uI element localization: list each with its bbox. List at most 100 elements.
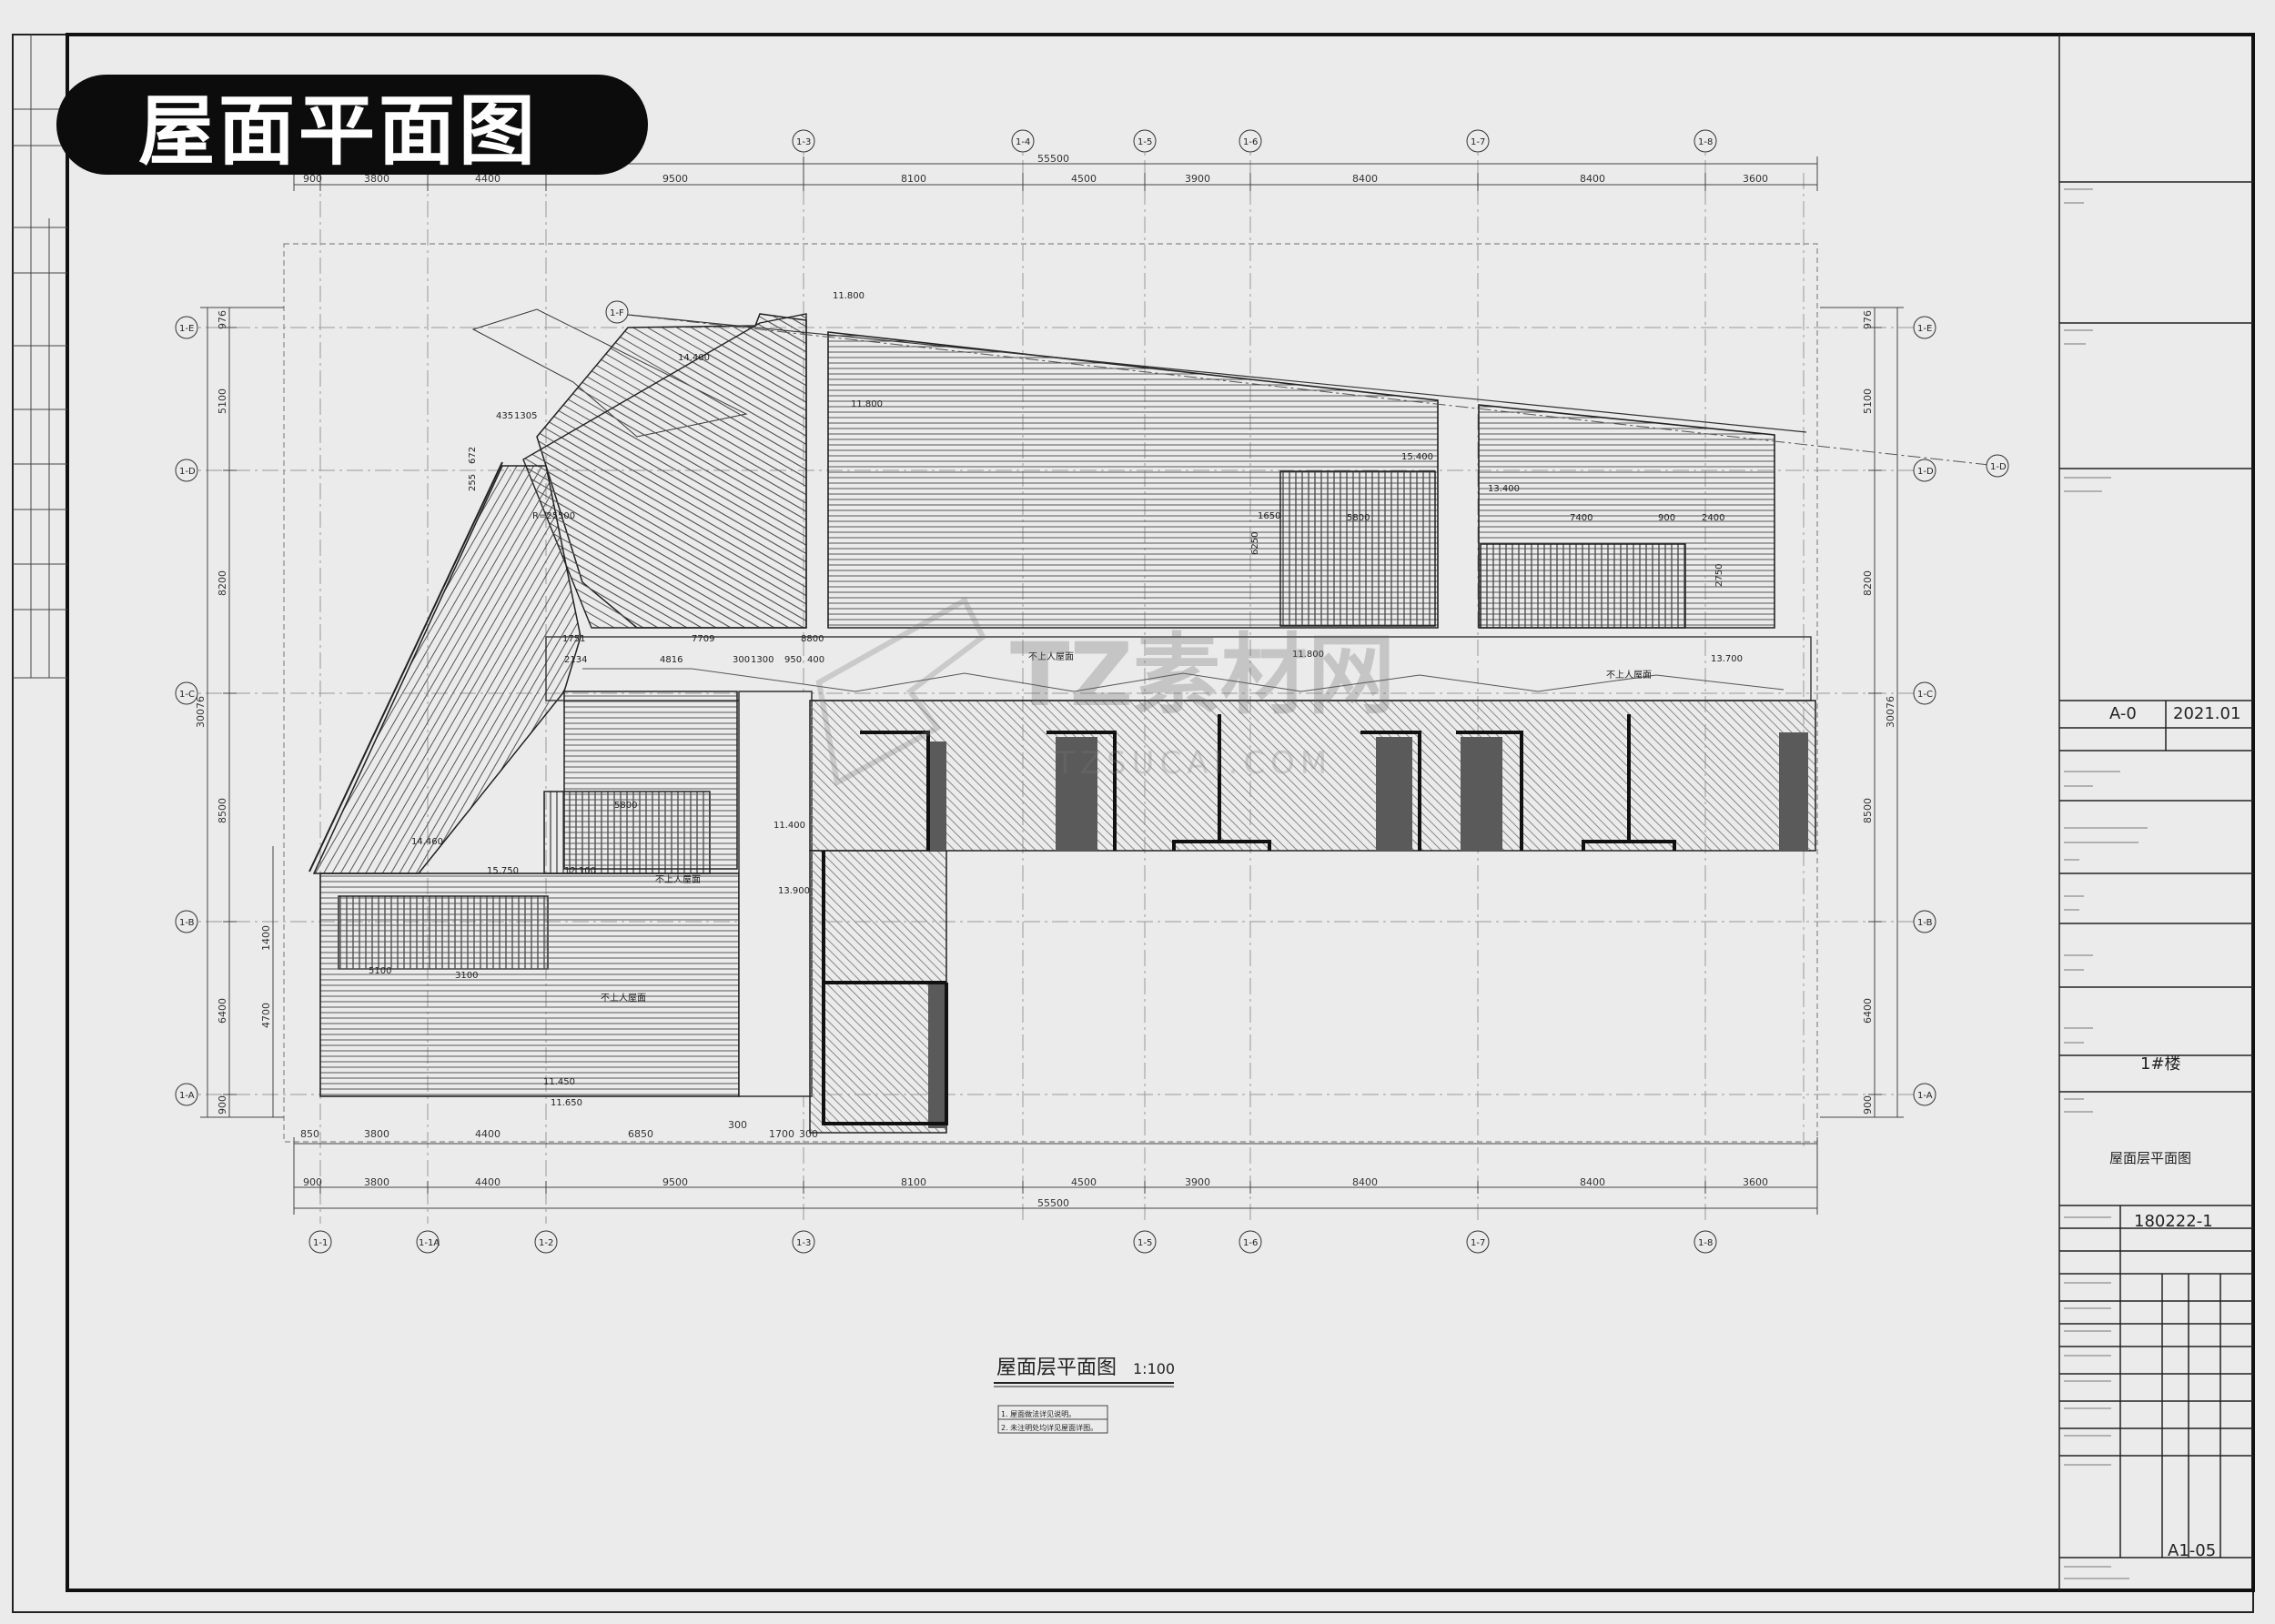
wall-infill-blocks [928, 732, 1808, 1128]
elev-label: 13.400 [1488, 484, 1520, 494]
dim-bot-2: 3800 [364, 1176, 389, 1188]
dim-right-6: 900 [1862, 1095, 1874, 1115]
roof-note: 不上人屋面 [655, 874, 701, 885]
svg-text:1-1: 1-1 [313, 1238, 328, 1248]
axis-bubble: 1-2 [534, 1230, 558, 1254]
axis-bubbles-right: 1-E 1-D 1-C 1-B 1-A [1913, 316, 1936, 1106]
dim-inner-5: 300 [728, 1119, 747, 1131]
axis-bubble: 1-8 [1694, 129, 1717, 153]
axis-bubbles-top: 1-3 1-4 1-5 1-6 1-7 1-8 [792, 129, 1717, 153]
size-label: 435 [496, 411, 513, 421]
dim-inner-2: 3800 [364, 1128, 389, 1140]
size-label: 8800 [801, 634, 824, 644]
watermark-logo-text: TZ素材网 [1010, 624, 1395, 726]
dim-left-2: 5100 [217, 388, 228, 414]
roof-slope-upper-left-b [522, 313, 807, 629]
skylight-2 [1480, 543, 1686, 629]
dim-bot-1: 900 [303, 1176, 322, 1188]
watermark: TZ素材网 TZSUCAI.COM [815, 596, 1395, 787]
size-label: 5100 [369, 966, 391, 976]
roof-note: 不上人屋面 [601, 993, 646, 1004]
title-block [2058, 35, 2253, 1590]
axis-bubble: 1-3 [792, 129, 815, 153]
tb-project-no: 180222-1 [2134, 1212, 2213, 1231]
size-label: 5800 [614, 801, 637, 811]
svg-text:1-8: 1-8 [1698, 1238, 1713, 1248]
radius-label: R=25500 [532, 511, 575, 521]
svg-text:1-E: 1-E [1917, 324, 1932, 334]
watermark-logo-icon [815, 596, 986, 787]
left-dimension-texts: 976 5100 8200 8500 1400 6400 4700 900 30… [195, 310, 272, 1115]
dim-top-5: 8100 [901, 173, 926, 185]
size-label: 2400 [1702, 513, 1724, 523]
tb-building: 1#楼 [2140, 1054, 2181, 1074]
axis-bubble: 1-6 [1239, 129, 1262, 153]
svg-text:1-7: 1-7 [1471, 137, 1485, 147]
dim-top-7: 3900 [1185, 173, 1210, 185]
svg-text:1-6: 1-6 [1243, 137, 1258, 147]
tb-sheet-title: 屋面层平面图 [2109, 1150, 2191, 1166]
dim-right-4: 8500 [1862, 798, 1874, 823]
top-dimension-texts: 900 3800 4400 9500 8100 4500 3900 8400 8… [303, 153, 1768, 185]
axis-bubble: 1-D [175, 459, 198, 482]
svg-text:1-8: 1-8 [1698, 137, 1713, 147]
svg-text:1-B: 1-B [1917, 918, 1933, 928]
drawing-caption-title: 屋面层平面图 [996, 1357, 1117, 1379]
elev-label: 13.900 [778, 886, 810, 896]
size-label: 1650 [1258, 511, 1280, 521]
roof-note: 不上人屋面 [1606, 670, 1652, 681]
svg-text:1-A: 1-A [179, 1091, 195, 1101]
dim-left-1: 976 [217, 310, 228, 329]
tb-date: 2021.01 [2173, 704, 2240, 723]
core-band [809, 700, 1816, 852]
elev-label: 12.100 [564, 866, 596, 876]
dim-bot-7: 3900 [1185, 1176, 1210, 1188]
core-walls [822, 714, 1676, 1125]
size-label: 3100 [455, 971, 478, 981]
size-label: 7400 [1570, 513, 1592, 523]
wing-edge-line [308, 461, 503, 873]
svg-text:1-3: 1-3 [796, 137, 811, 147]
dim-bot-6: 4500 [1071, 1176, 1097, 1188]
axis-bubbles-left: 1-E 1-D 1-C 1-B 1-A [175, 316, 198, 1106]
size-labels: 7709 4816 5800 5800 7400 2400 900 6250 1… [369, 411, 1724, 981]
elev-label: 11.800 [833, 291, 864, 301]
dim-bot-5: 8100 [901, 1176, 926, 1188]
size-label: 400 [807, 655, 824, 665]
dim-top-10: 3600 [1743, 173, 1768, 185]
dim-top-4: 9500 [662, 173, 688, 185]
dim-inner-3: 4400 [475, 1128, 500, 1140]
size-label: 300 [733, 655, 750, 665]
axis-bubble: 1-A [175, 1083, 198, 1106]
axis-bubble: 1-E [175, 316, 198, 339]
svg-text:1-F: 1-F [610, 308, 624, 318]
elev-label: 15.750 [487, 866, 519, 876]
elev-label: 11.800 [851, 399, 883, 409]
elevation-labels: 11.800 14.400 11.800 13.400 15.400 11.80… [411, 291, 1743, 1108]
svg-text:1-4: 1-4 [1016, 137, 1030, 147]
elev-label: 11.800 [1292, 650, 1324, 660]
dim-right-2: 5100 [1862, 388, 1874, 414]
dim-top-6: 4500 [1071, 173, 1097, 185]
axis-bubble: 1-8 [1694, 1230, 1717, 1254]
svg-text:1-A: 1-A [1917, 1091, 1933, 1101]
svg-text:1-D: 1-D [1917, 467, 1934, 477]
svg-text:1-6: 1-6 [1243, 1238, 1258, 1248]
axis-bubble: 1-F [605, 300, 629, 324]
right-dimension-chain [1820, 307, 1904, 1118]
dim-right-total: 30076 [1885, 696, 1896, 728]
inner-frame [66, 33, 2255, 1592]
bottom-dimension-chain [293, 1137, 1818, 1215]
dim-top-2: 3800 [364, 173, 389, 185]
size-label: 1751 [562, 634, 585, 644]
size-label: 255 [468, 474, 478, 491]
axis-bubble: 1-7 [1466, 129, 1490, 153]
size-label: 7709 [692, 634, 714, 644]
size-label: 5800 [1347, 513, 1370, 523]
svg-text:1-B: 1-B [179, 918, 195, 928]
svg-text:1-3: 1-3 [796, 1238, 811, 1248]
drawing-caption-scale: 1:100 [1133, 1360, 1175, 1377]
roof-note: 不上人屋面 [1028, 651, 1074, 662]
axis-bubble: 1-A [1913, 1083, 1936, 1106]
